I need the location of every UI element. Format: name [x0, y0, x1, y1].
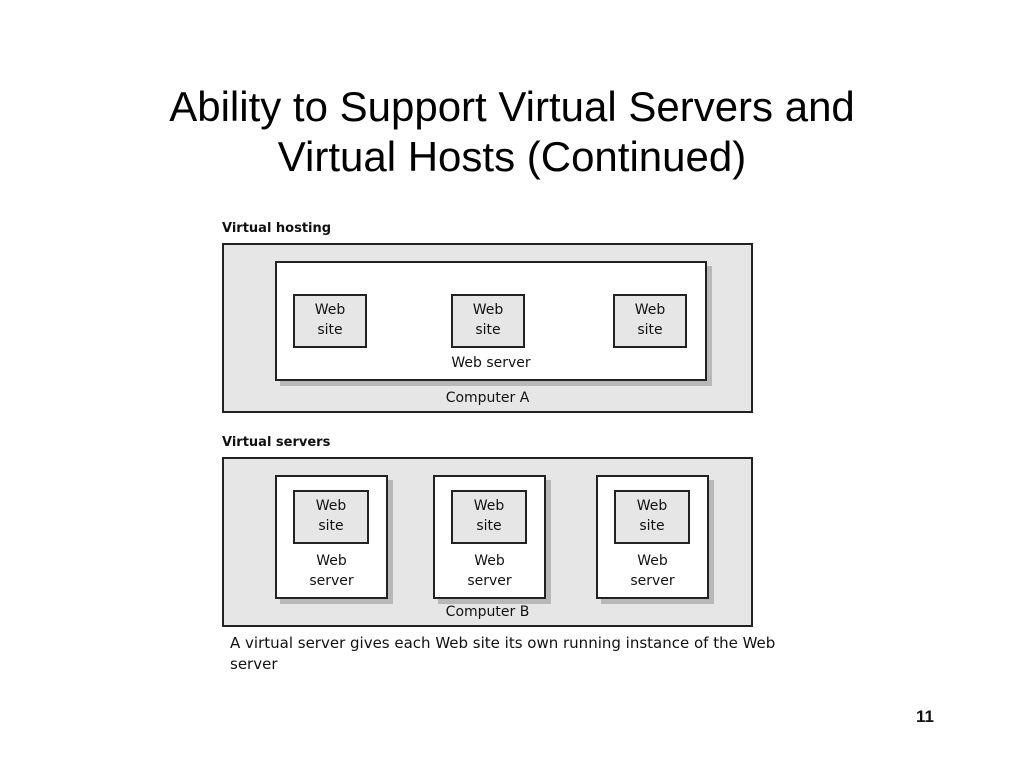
virtual-hosting-label: Virtual hosting	[222, 221, 332, 236]
web-server-box: Web site Web server	[433, 475, 546, 599]
web-site-box: Web site	[614, 490, 690, 544]
web-site-box: Web site	[293, 294, 367, 348]
web-site-box: Web site	[451, 294, 525, 348]
web-site-box: Web site	[293, 490, 369, 544]
web-server-label: Web server	[467, 553, 512, 589]
figure-caption: A virtual server gives each Web site its…	[230, 634, 776, 673]
virtual-servers-label: Virtual servers	[222, 435, 331, 450]
web-site-box: Web site	[613, 294, 687, 348]
slide-title-line-1: Ability to Support Virtual Servers and	[169, 83, 855, 130]
web-server-box: Web site Web server	[275, 475, 388, 599]
computer-b-label: Computer B	[445, 604, 530, 620]
web-server-label: Web server	[451, 355, 531, 371]
computer-b: Web site Web server Web site Web server …	[222, 457, 753, 627]
computer-a: Web site Web site Web site Web server Co…	[222, 243, 753, 413]
page-number: 11	[916, 707, 934, 726]
slide-title-line-2: Virtual Hosts (Continued)	[277, 133, 747, 180]
web-server-label: Web server	[309, 553, 354, 589]
web-server-label: Web server	[630, 553, 675, 589]
slide-title: Ability to Support Virtual Servers and V…	[0, 82, 1024, 182]
web-server-box: Web site Web server	[596, 475, 709, 599]
computer-a-label: Computer A	[445, 390, 530, 406]
web-server-box: Web site Web site Web site Web server	[275, 261, 707, 381]
web-site-box: Web site	[451, 490, 527, 544]
